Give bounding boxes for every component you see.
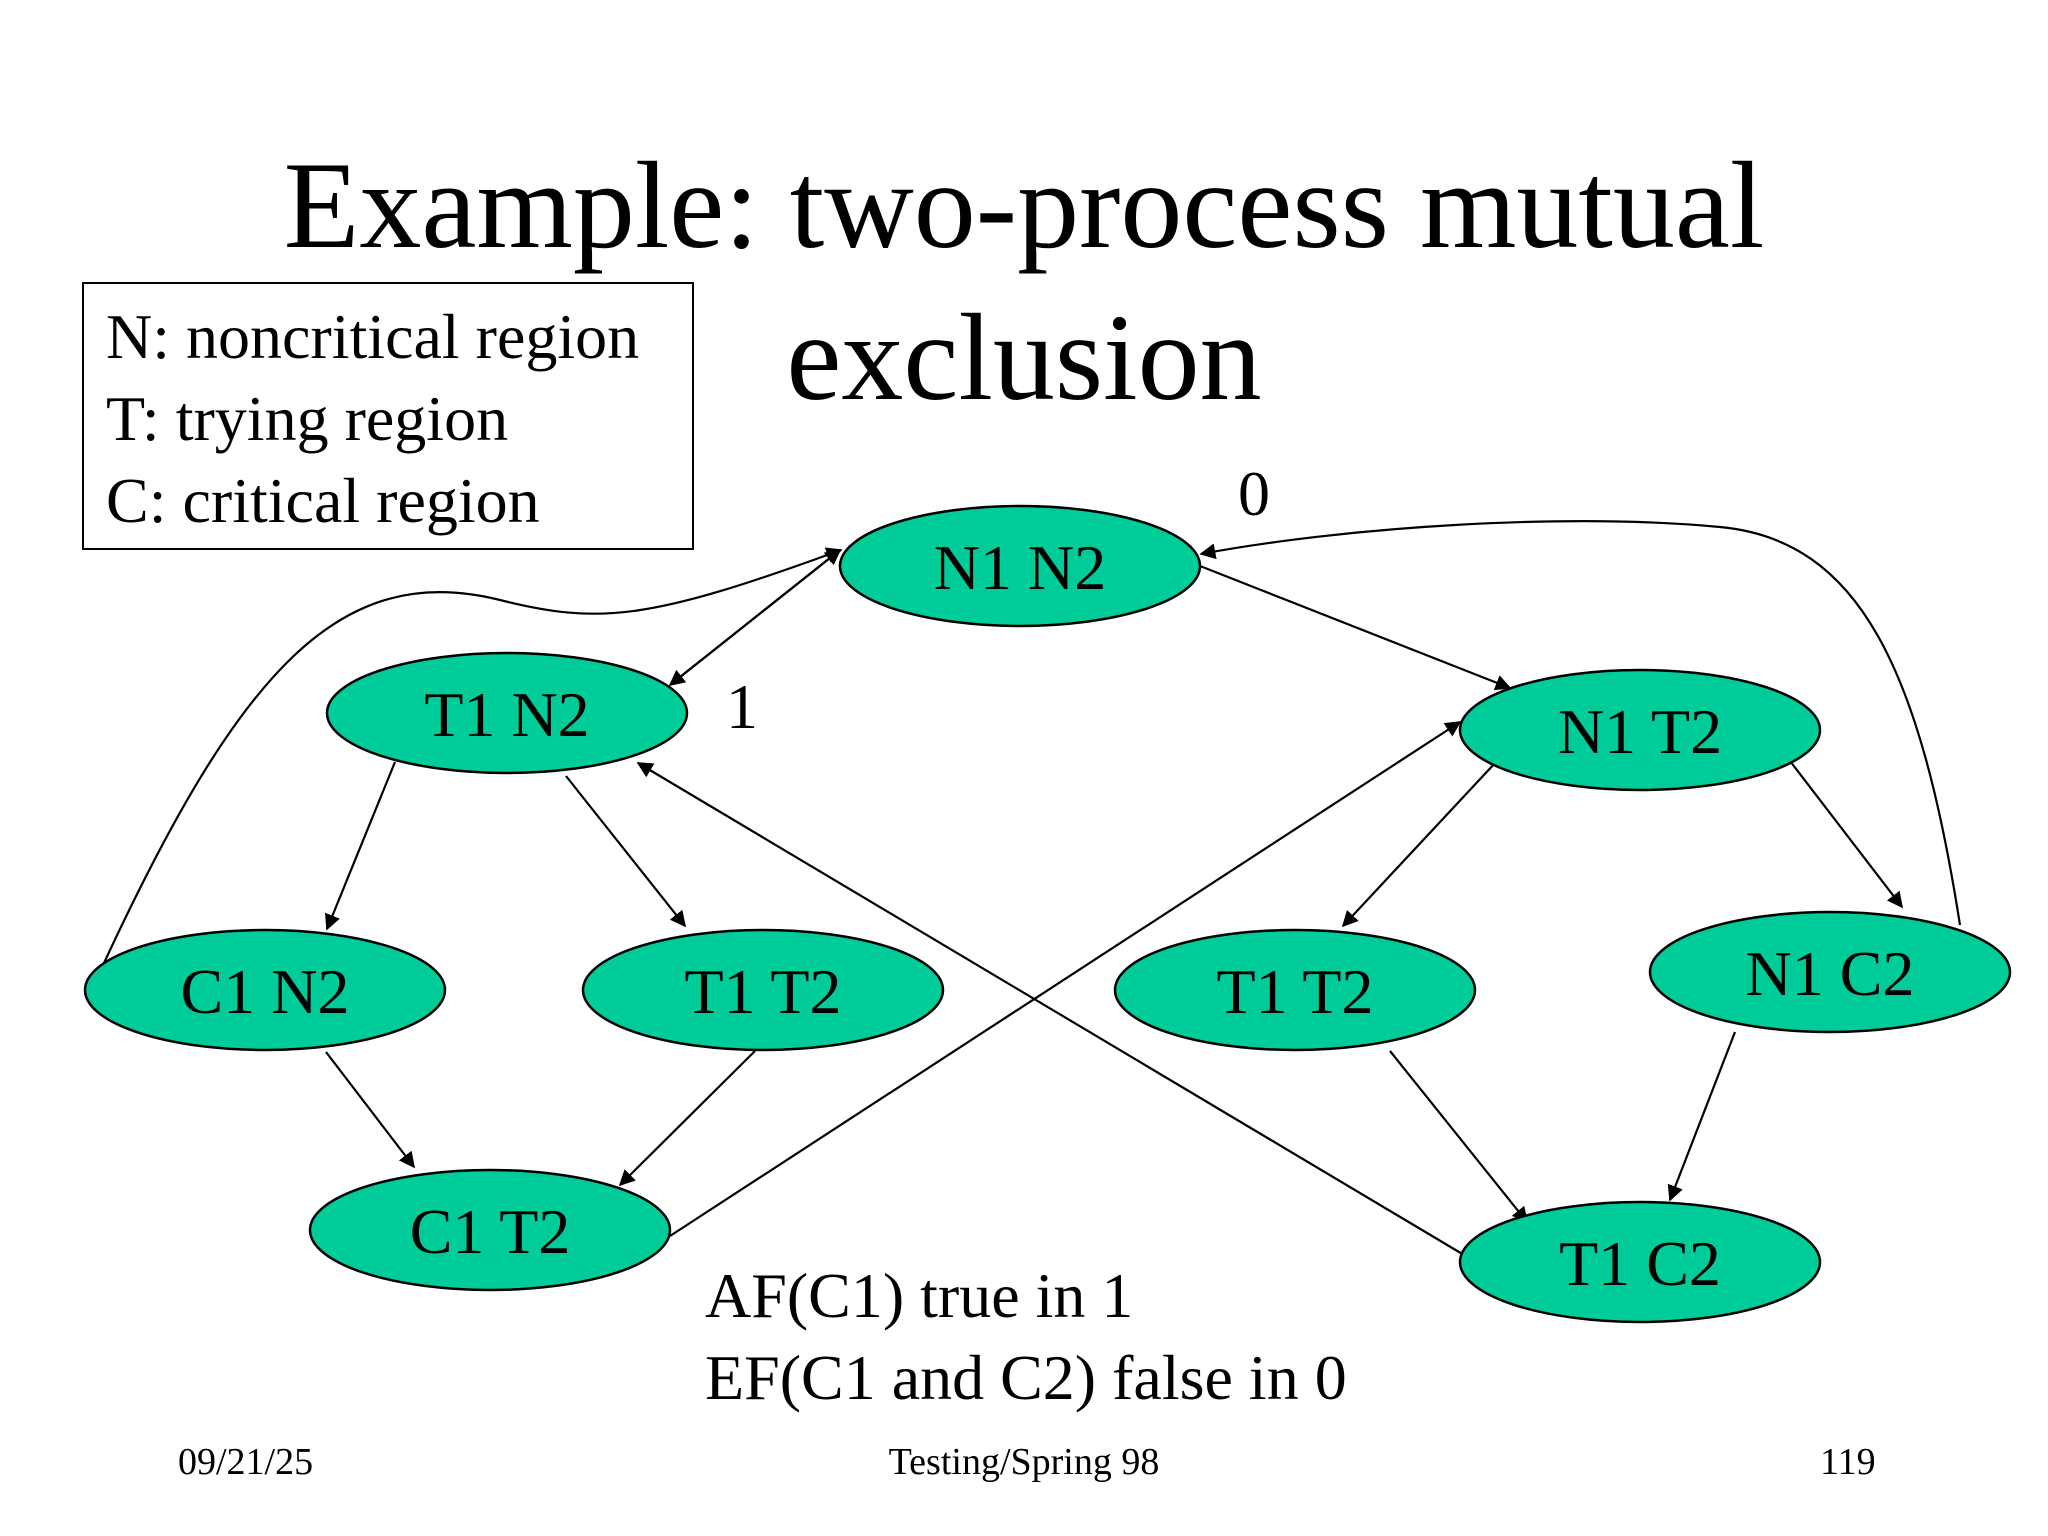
state-ellipse-t1c2 [1458, 1200, 1822, 1324]
state-node-n1n2: N1 N2 [838, 504, 1202, 628]
transition-edges [103, 520, 1962, 1256]
property-notes: AF(C1) true in 1 EF(C1 and C2) false in … [705, 1255, 1347, 1419]
state-label-t1n2: T1 N2 [424, 679, 589, 750]
state-label-c1t2: C1 T2 [410, 1196, 571, 1267]
state-number-1: 1 [726, 671, 758, 742]
state-label-n1t2: N1 T2 [1558, 696, 1722, 767]
state-node-t1c2: T1 C2 [1458, 1200, 1822, 1324]
state-ellipse-t1n2 [325, 651, 689, 775]
state-node-c1n2: C1 N2 [83, 928, 447, 1052]
state-label-n1c2: N1 C2 [1746, 938, 1915, 1009]
state-ellipse-n1c2 [1648, 910, 2012, 1034]
footer-date: 09/21/25 [178, 1441, 314, 1483]
footer-page-number: 119 [1820, 1441, 1876, 1483]
state-nodes: N1 N2 T1 N2 N1 T2 C1 N2 T1 T2 T1 T2 N1 C2 C1 T2… [83, 504, 2012, 1324]
state-label-c1n2: C1 N2 [181, 956, 350, 1027]
state-ellipse-c1n2 [83, 928, 447, 1052]
legend-item-noncritical: N: noncritical region [106, 301, 640, 372]
state-number-labels: 01 [726, 458, 1270, 742]
transition-arrow-c1n2-to-c1t2 [325, 1051, 415, 1169]
transition-arrow-n1c2-to-n1n2 [1199, 520, 1962, 926]
state-ellipse-n1n2 [838, 504, 1202, 628]
state-ellipse-t1t2b [1113, 928, 1477, 1052]
state-label-t1t2a: T1 T2 [684, 956, 841, 1027]
footer-course: Testing/Spring 98 [888, 1441, 1160, 1483]
slide-title-line-1: Example: two-process mutual [283, 137, 1765, 274]
transition-arrow-t1c2-to-t1n2 [636, 762, 1465, 1256]
state-label-n1n2: N1 N2 [934, 532, 1106, 603]
transition-arrow-n1t2-to-n1c2 [1789, 760, 1903, 909]
state-node-n1c2: N1 C2 [1648, 910, 2012, 1034]
transition-arrow-n1c2-to-t1c2 [1667, 1031, 1737, 1202]
slide-title-line-2: exclusion [786, 289, 1262, 426]
state-node-t1n2: T1 N2 [325, 651, 689, 775]
state-number-0: 0 [1238, 458, 1270, 529]
transition-arrow-c1n2-to-n1n2 [103, 547, 843, 964]
legend-item-trying: T: trying region [106, 383, 509, 454]
transition-arrow-t1t2b-to-t1c2 [1389, 1050, 1529, 1224]
slide-title: Example: two-process mutual exclusion [0, 130, 2048, 434]
state-node-n1t2: N1 T2 [1458, 668, 1822, 792]
transition-arrow-n1t2-to-t1t2b [1341, 761, 1497, 928]
transition-arrow-t1n2-to-t1t2a [565, 775, 686, 928]
note-ef-c1-c2: EF(C1 and C2) false in 0 [705, 1342, 1347, 1413]
state-label-t1t2b: T1 T2 [1216, 956, 1373, 1027]
transition-arrow-t1n2-to-n1n2 [669, 549, 842, 686]
state-label-t1c2: T1 C2 [1559, 1228, 1721, 1299]
state-node-t1t2b: T1 T2 [1113, 928, 1477, 1052]
state-ellipse-n1t2 [1458, 668, 1822, 792]
state-node-t1t2a: T1 T2 [581, 928, 945, 1052]
transition-arrow-t1t2a-to-c1t2 [618, 1050, 756, 1187]
transition-arrow-t1n2-to-c1n2 [325, 761, 397, 931]
transition-arrow-c1t2-to-n1t2 [669, 721, 1462, 1237]
state-ellipse-c1t2 [308, 1168, 672, 1292]
state-node-c1t2: C1 T2 [308, 1168, 672, 1292]
state-ellipse-t1t2a [581, 928, 945, 1052]
legend-box: N: noncritical region T: trying region C… [82, 282, 694, 550]
legend-item-critical: C: critical region [106, 465, 540, 536]
transition-arrow-n1n2-to-n1t2 [1199, 564, 1512, 691]
note-af-c1: AF(C1) true in 1 [705, 1260, 1134, 1331]
